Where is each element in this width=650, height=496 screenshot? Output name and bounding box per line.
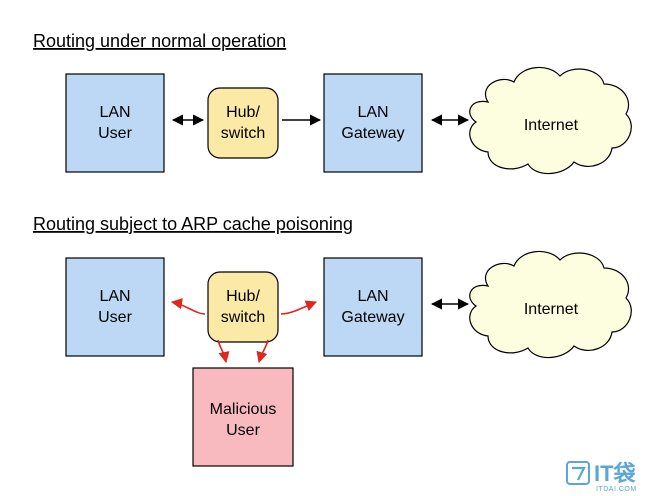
gateway-label-1: LAN (357, 104, 388, 121)
watermark-site: ITDAI.COM (596, 486, 637, 493)
hub-box-poisoned (207, 271, 279, 343)
hub-label-2: switch (221, 125, 265, 142)
hub-label-2: switch (221, 309, 265, 326)
lan-user-label-2: User (98, 309, 132, 326)
gateway-label-1: LAN (357, 288, 388, 305)
malicious-label-2: User (226, 422, 260, 439)
internet-cloud-normal (469, 66, 632, 175)
section-title-poisoned: Routing subject to ARP cache poisoning (33, 214, 353, 234)
section-title-normal: Routing under normal operation (33, 31, 286, 51)
lan-user-label-2: User (98, 125, 132, 142)
lan-user-box-poisoned (65, 257, 165, 357)
hub-label-1: Hub/ (226, 104, 260, 121)
gateway-box-poisoned (323, 257, 423, 357)
internet-label-normal: Internet (524, 117, 579, 134)
poison-arrow-to-gateway (280, 300, 318, 315)
hub-label-1: Hub/ (226, 288, 260, 305)
gateway-box-normal (323, 73, 423, 173)
watermark-logo-icon (566, 461, 590, 485)
lan-user-label-1: LAN (99, 104, 130, 121)
watermark: IT袋 ITDAI.COM (566, 461, 637, 493)
watermark-brand: IT袋 (594, 461, 637, 486)
poison-arrow-down-right (256, 339, 269, 364)
lan-user-label-1: LAN (99, 288, 130, 305)
gateway-label-2: Gateway (341, 125, 404, 142)
gateway-label-2: Gateway (341, 309, 404, 326)
malicious-label-1: Malicious (210, 401, 277, 418)
internet-label-poisoned: Internet (524, 301, 579, 318)
watermark-logo-mark (572, 466, 586, 481)
hub-box-normal (207, 87, 279, 159)
poison-arrow-to-user (170, 298, 206, 315)
malicious-user-box (192, 367, 294, 467)
internet-cloud-poisoned (469, 250, 632, 359)
lan-user-box-normal (65, 73, 165, 173)
poison-arrow-down-left (217, 339, 230, 364)
